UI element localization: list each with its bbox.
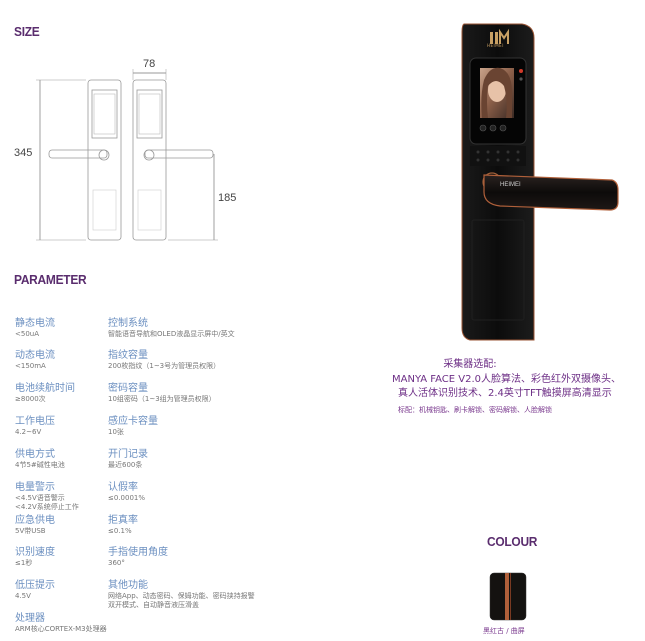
param-label: 开门记录 [108,449,148,460]
param-power-supply: 供电方式 4节5#碱性电池 [15,449,65,470]
param-label: 感应卡容量 [108,416,158,427]
param-value-2: 双开模式、自动静音液压滑盖 [108,601,199,609]
size-title: SIZE [14,24,40,39]
param-value: <50uA [15,330,39,338]
param-voltage: 工作电压 4.2~6V [15,416,55,437]
param-value: 10张 [108,428,124,436]
param-label: 其他功能 [108,580,148,591]
param-label: 手指使用角度 [108,547,168,558]
param-value: <150mA [15,362,46,370]
param-value: ≥8000次 [15,395,46,403]
param-processor: 处理器 ARM核心CORTEX-M3处理器 [15,613,107,634]
param-card-capacity: 感应卡容量 10张 [108,416,158,437]
param-other-functions: 其他功能 网络App、动态密码、保姆功能、密码挟持报警 双开模式、自动静音液压滑… [108,580,255,610]
param-label: 指纹容量 [108,350,148,361]
param-password-capacity: 密码容量 10组密码（1~3组为管理员权限） [108,383,216,404]
handle-brand-text: HEIMEI [500,182,521,188]
parameter-title: PARAMETER [14,272,87,287]
height-dimension-label: 345 [14,147,33,159]
caption-line-2: 真人活体识别技术、2.4英寸TFT触摸屏高清显示 [398,388,612,399]
param-value: ≤0.1% [108,527,132,535]
width-dimension-label: 78 [143,58,156,70]
caption-line-1: MANYA FACE V2.0人脸算法、彩色红外双摄像头、 [392,374,622,385]
param-value: ≤1秒 [15,559,33,567]
param-value: ≤0.0001% [108,494,146,502]
param-label: 识别速度 [15,547,55,558]
colour-title: COLOUR [487,534,538,549]
param-label: 认假率 [108,482,138,493]
handle-dimension-label: 185 [218,192,237,204]
param-fingerprint-capacity: 指纹容量 200枚指纹（1~3号为管理员权限） [108,350,220,371]
param-recognition-speed: 识别速度 ≤1秒 [15,547,55,568]
brand-logo-text: HEIMEI [487,43,504,48]
param-value: 5V带USB [15,527,46,535]
param-battery-life: 电池续航时间 ≥8000次 [15,383,75,404]
dimension-drawing [36,69,218,241]
brand-logo-icon [490,28,509,44]
param-label: 低压提示 [15,580,55,591]
param-label: 静态电流 [15,318,55,329]
param-value: 4节5#碱性电池 [15,461,65,469]
param-false-accept-rate: 认假率 ≤0.0001% [108,482,145,503]
caption-title: 采集器选配: [443,359,497,370]
param-emergency-power: 应急供电 5V带USB [15,515,55,536]
param-value: <4.5V语音警示 [15,494,65,502]
param-value: 最近600条 [108,461,143,469]
param-label: 拒真率 [108,515,138,526]
param-value: 智能语音导航和OLED液晶显示屏中/英文 [108,330,235,338]
param-low-voltage: 低压提示 4.5V [15,580,55,601]
colour-swatch-label: 黑红古 / 曲屏 [483,627,525,635]
param-false-reject-rate: 拒真率 ≤0.1% [108,515,138,536]
param-label: 处理器 [15,613,45,624]
param-value: 4.5V [15,592,31,600]
param-finger-angle: 手指使用角度 360° [108,547,168,568]
param-label: 密码容量 [108,383,148,394]
param-static-current: 静态电流 <50uA [15,318,55,339]
smart-lock-product-image [461,23,619,341]
param-dynamic-current: 动态电流 <150mA [15,350,55,371]
param-value: 10组密码（1~3组为管理员权限） [108,395,216,403]
param-door-records: 开门记录 最近600条 [108,449,148,470]
param-label: 动态电流 [15,350,55,361]
param-value: ARM核心CORTEX-M3处理器 [15,625,107,633]
param-value: 网络App、动态密码、保姆功能、密码挟持报警 [108,592,255,600]
param-battery-warning: 电量警示 <4.5V语音警示 <4.2V系统停止工作 [15,482,79,512]
param-value: 200枚指纹（1~3号为管理员权限） [108,362,221,370]
param-label: 电池续航时间 [15,383,75,394]
param-label: 应急供电 [15,515,55,526]
param-label: 控制系统 [108,318,148,329]
param-value: 360° [108,559,125,567]
param-value-2: <4.2V系统停止工作 [15,503,79,511]
param-label: 工作电压 [15,416,55,427]
param-label: 电量警示 [15,482,55,493]
caption-note: 标配：机械钥匙、刷卡解锁、密码解锁、人脸解锁 [398,406,552,414]
colour-swatch [489,572,527,621]
param-label: 供电方式 [15,449,55,460]
param-value: 4.2~6V [15,428,42,436]
param-control-system: 控制系统 智能语音导航和OLED液晶显示屏中/英文 [108,318,235,339]
